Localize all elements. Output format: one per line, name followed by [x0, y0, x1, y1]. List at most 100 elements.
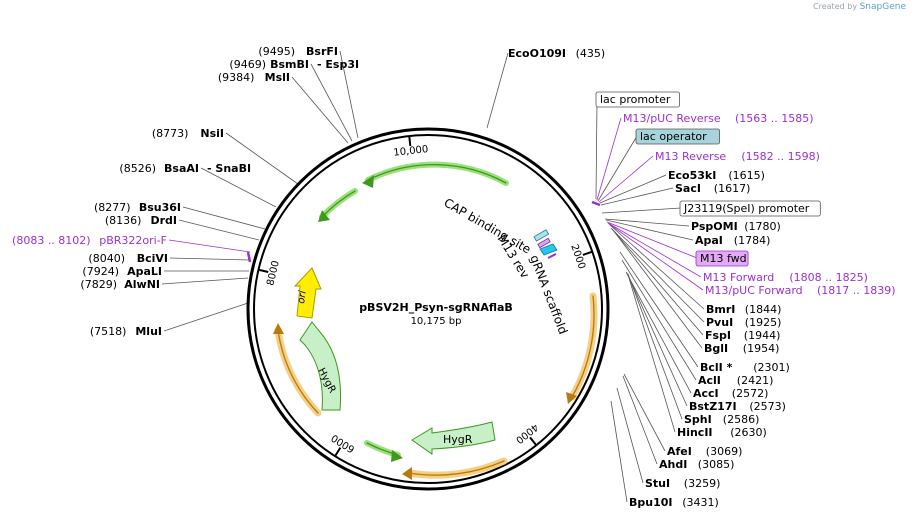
site-position: (3085)	[698, 458, 735, 471]
site-label: BclI *	[700, 361, 733, 374]
leader-line	[225, 132, 299, 185]
leader-line	[628, 277, 676, 433]
leader-line	[178, 219, 260, 241]
site-label: PvuI	[706, 316, 733, 329]
site-position: (435)	[576, 47, 606, 60]
cap-binding-site-label: CAP binding site	[442, 195, 534, 256]
feature-box	[635, 128, 720, 145]
credit: Created by SnapGene	[813, 2, 906, 12]
leader-line	[616, 387, 644, 484]
orf-arcs	[274, 292, 598, 479]
tick-mark	[258, 268, 269, 273]
site-label: BsmBI	[270, 58, 309, 71]
site-position: (2573)	[749, 400, 786, 413]
small-feature-marks	[246, 200, 601, 263]
grna-scaffold-label: gRNA scaffold	[527, 253, 570, 336]
site-position: (2301)	[753, 361, 790, 374]
site-position: (2572)	[732, 387, 769, 400]
site-position: (2586)	[723, 413, 760, 426]
site-position: (8277)	[94, 201, 131, 214]
tick-label: 8000	[265, 260, 281, 287]
leader-line	[486, 52, 509, 129]
site-position: (7924)	[82, 265, 119, 278]
leader-line	[596, 117, 622, 201]
plasmid-size: 10,175 bp	[411, 316, 462, 327]
leader-line	[610, 400, 628, 503]
leader-line	[599, 174, 667, 204]
credit-prefix: Created by	[813, 2, 858, 11]
leader-line	[608, 223, 704, 291]
primer-label: pBR322ori-F	[99, 234, 167, 247]
hygr-arrow-2: HygR	[411, 421, 496, 455]
leader-line	[625, 271, 692, 394]
leader-line	[604, 218, 690, 227]
site-label: BsrFI	[306, 45, 338, 58]
leader-line	[621, 259, 697, 381]
site-position: (8083 .. 8102)	[12, 234, 91, 247]
site-label-extra: - Esp3I	[317, 58, 359, 71]
site-position: (1617)	[714, 182, 751, 195]
leader-line	[610, 227, 705, 323]
site-position: (8526)	[119, 162, 156, 175]
feature-box	[595, 91, 680, 108]
feature-box	[695, 250, 749, 267]
leader-line	[606, 221, 698, 259]
site-label: Bpu10I	[629, 496, 673, 509]
snapgene-logo: SnapGene	[859, 2, 906, 12]
primer-label: M13 Reverse	[655, 150, 726, 163]
site-label: BmrI	[706, 303, 735, 316]
site-label: AccI	[693, 387, 719, 400]
site-position: (1808 .. 1825)	[789, 271, 868, 284]
leader-line	[600, 187, 674, 206]
feature-label: J23119(SpeI) promoter	[683, 202, 810, 215]
leader-line	[605, 219, 694, 241]
site-label: DrdI	[150, 214, 177, 227]
site-label: ApaI	[695, 234, 723, 247]
leader-line	[609, 224, 705, 310]
green-arcs	[319, 161, 509, 458]
site-position: (9495)	[258, 45, 295, 58]
leader-line	[598, 155, 654, 203]
leader-line	[163, 302, 249, 332]
primer-label: M13/pUC Forward	[705, 284, 803, 297]
tick-label: 10,000	[393, 144, 429, 159]
site-label: BciVI	[137, 252, 168, 265]
site-position: (1615)	[728, 169, 765, 182]
site-label: FspI	[705, 329, 731, 342]
tick-mark	[529, 436, 538, 446]
leader-line	[601, 207, 682, 214]
site-label: MslI	[265, 71, 290, 84]
feature-box	[679, 200, 821, 217]
leader-line	[619, 251, 699, 368]
leader-line	[622, 375, 658, 465]
tick-label: 2000	[568, 243, 587, 271]
site-label: StuI	[645, 477, 670, 490]
site-position: (7829)	[80, 278, 117, 291]
tick-mark	[582, 250, 593, 256]
leader-line	[200, 167, 277, 208]
feature-label: lac promoter	[600, 93, 671, 106]
site-position: (1817 .. 1839)	[817, 284, 896, 297]
tick-mark	[334, 447, 342, 457]
leader-line	[595, 98, 598, 200]
site-label: PspOMI	[691, 220, 738, 233]
site-label: SphI	[684, 413, 712, 426]
leader-line	[310, 63, 353, 142]
leader-line	[291, 76, 349, 144]
plasmid-name: pBSV2H_Psyn-sgRNAflaB	[359, 301, 513, 314]
leader-line	[607, 222, 702, 278]
site-label: BstZ17I	[689, 400, 737, 413]
site-label: AclI	[698, 374, 721, 387]
site-label: Bsu36I	[139, 201, 181, 214]
site-position: (7518)	[90, 325, 127, 338]
site-position: (1925)	[745, 316, 782, 329]
tick-label: 4000	[513, 421, 540, 445]
site-position: (1780)	[744, 220, 781, 233]
site-label: BglI	[704, 342, 728, 355]
primer-label: M13 Forward	[703, 271, 774, 284]
site-position: (1784)	[734, 234, 771, 247]
site-label: MluI	[135, 325, 162, 338]
leader-line	[169, 257, 251, 261]
primer-label: M13/pUC Reverse	[623, 112, 721, 125]
